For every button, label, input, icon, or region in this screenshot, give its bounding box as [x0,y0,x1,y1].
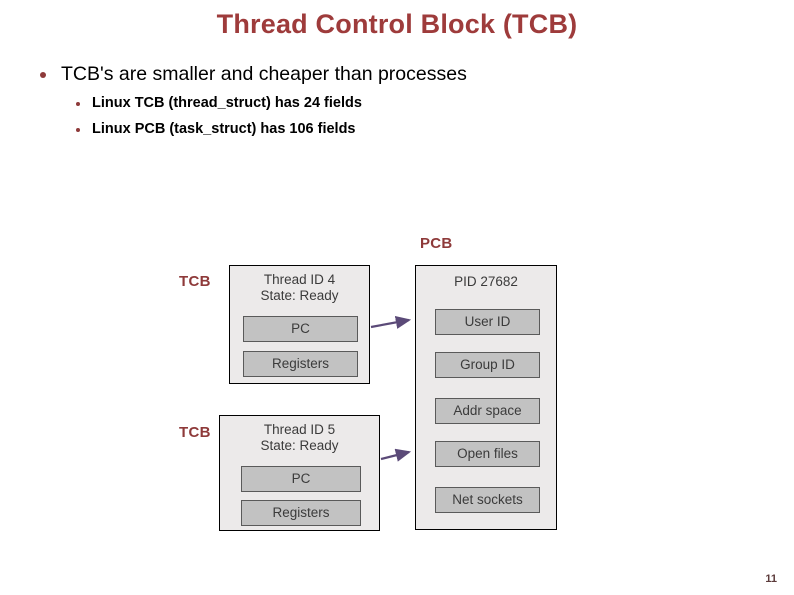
bullet-marker-icon [40,72,46,78]
bullet-marker-icon [76,127,80,132]
bullet-level2: Linux TCB (thread_struct) has 24 fields [70,94,750,114]
pcb-block-header: PID 27682 [454,274,518,289]
tcb-block-2: Thread ID 5 State: Ready PC Registers [219,415,380,531]
bullet-list: TCB's are smaller and cheaper than proce… [30,62,750,145]
bullet-level2-text: Linux TCB (thread_struct) has 24 fields [92,95,362,112]
bullet-level2: Linux PCB (task_struct) has 106 fields [70,120,750,140]
tcb-block-2-field-pc: PC [241,466,361,492]
diagram-label-pcb: PCB [420,235,453,252]
pcb-field-open-files: Open files [435,441,540,467]
bullet-level1: TCB's are smaller and cheaper than proce… [30,62,750,87]
page-title: Thread Control Block (TCB) [216,9,578,39]
tcb-block-1-state: State: Ready [260,287,339,303]
diagram-label-tcb-1: TCB [179,273,211,290]
bullet-sublist: Linux TCB (thread_struct) has 24 fields … [70,94,750,139]
diagram-label-tcb-2: TCB [179,424,211,441]
pcb-field-group-id: Group ID [435,352,540,378]
pcb-field-user-id: User ID [435,309,540,335]
tcb-block-1-header: Thread ID 4 State: Ready [230,272,369,304]
tcb-block-2-state: State: Ready [260,437,339,453]
pcb-block: PID 27682 User ID Group ID Addr space Op… [415,265,557,530]
tcb-block-1-field-pc: PC [243,316,358,342]
pcb-field-net-sockets: Net sockets [435,487,540,513]
bullet-marker-icon [76,102,80,107]
tcb-block-2-header: Thread ID 5 State: Ready [220,422,379,454]
arrow-tcb2-to-pcb [380,448,412,462]
bullet-level2-text: Linux PCB (task_struct) has 106 fields [92,120,356,137]
page-number: 11 [765,573,777,585]
arrow-tcb1-to-pcb [370,315,412,329]
tcb-block-2-field-registers: Registers [241,500,361,526]
tcb-block-2-thread-id: Thread ID 5 [263,422,336,437]
pcb-field-addr-space: Addr space [435,398,540,424]
bullet-level1-text: TCB's are smaller and cheaper than proce… [61,63,467,85]
tcb-block-1: Thread ID 4 State: Ready PC Registers [229,265,370,384]
tcb-block-1-thread-id: Thread ID 4 [263,272,336,287]
tcb-block-1-field-registers: Registers [243,351,358,377]
